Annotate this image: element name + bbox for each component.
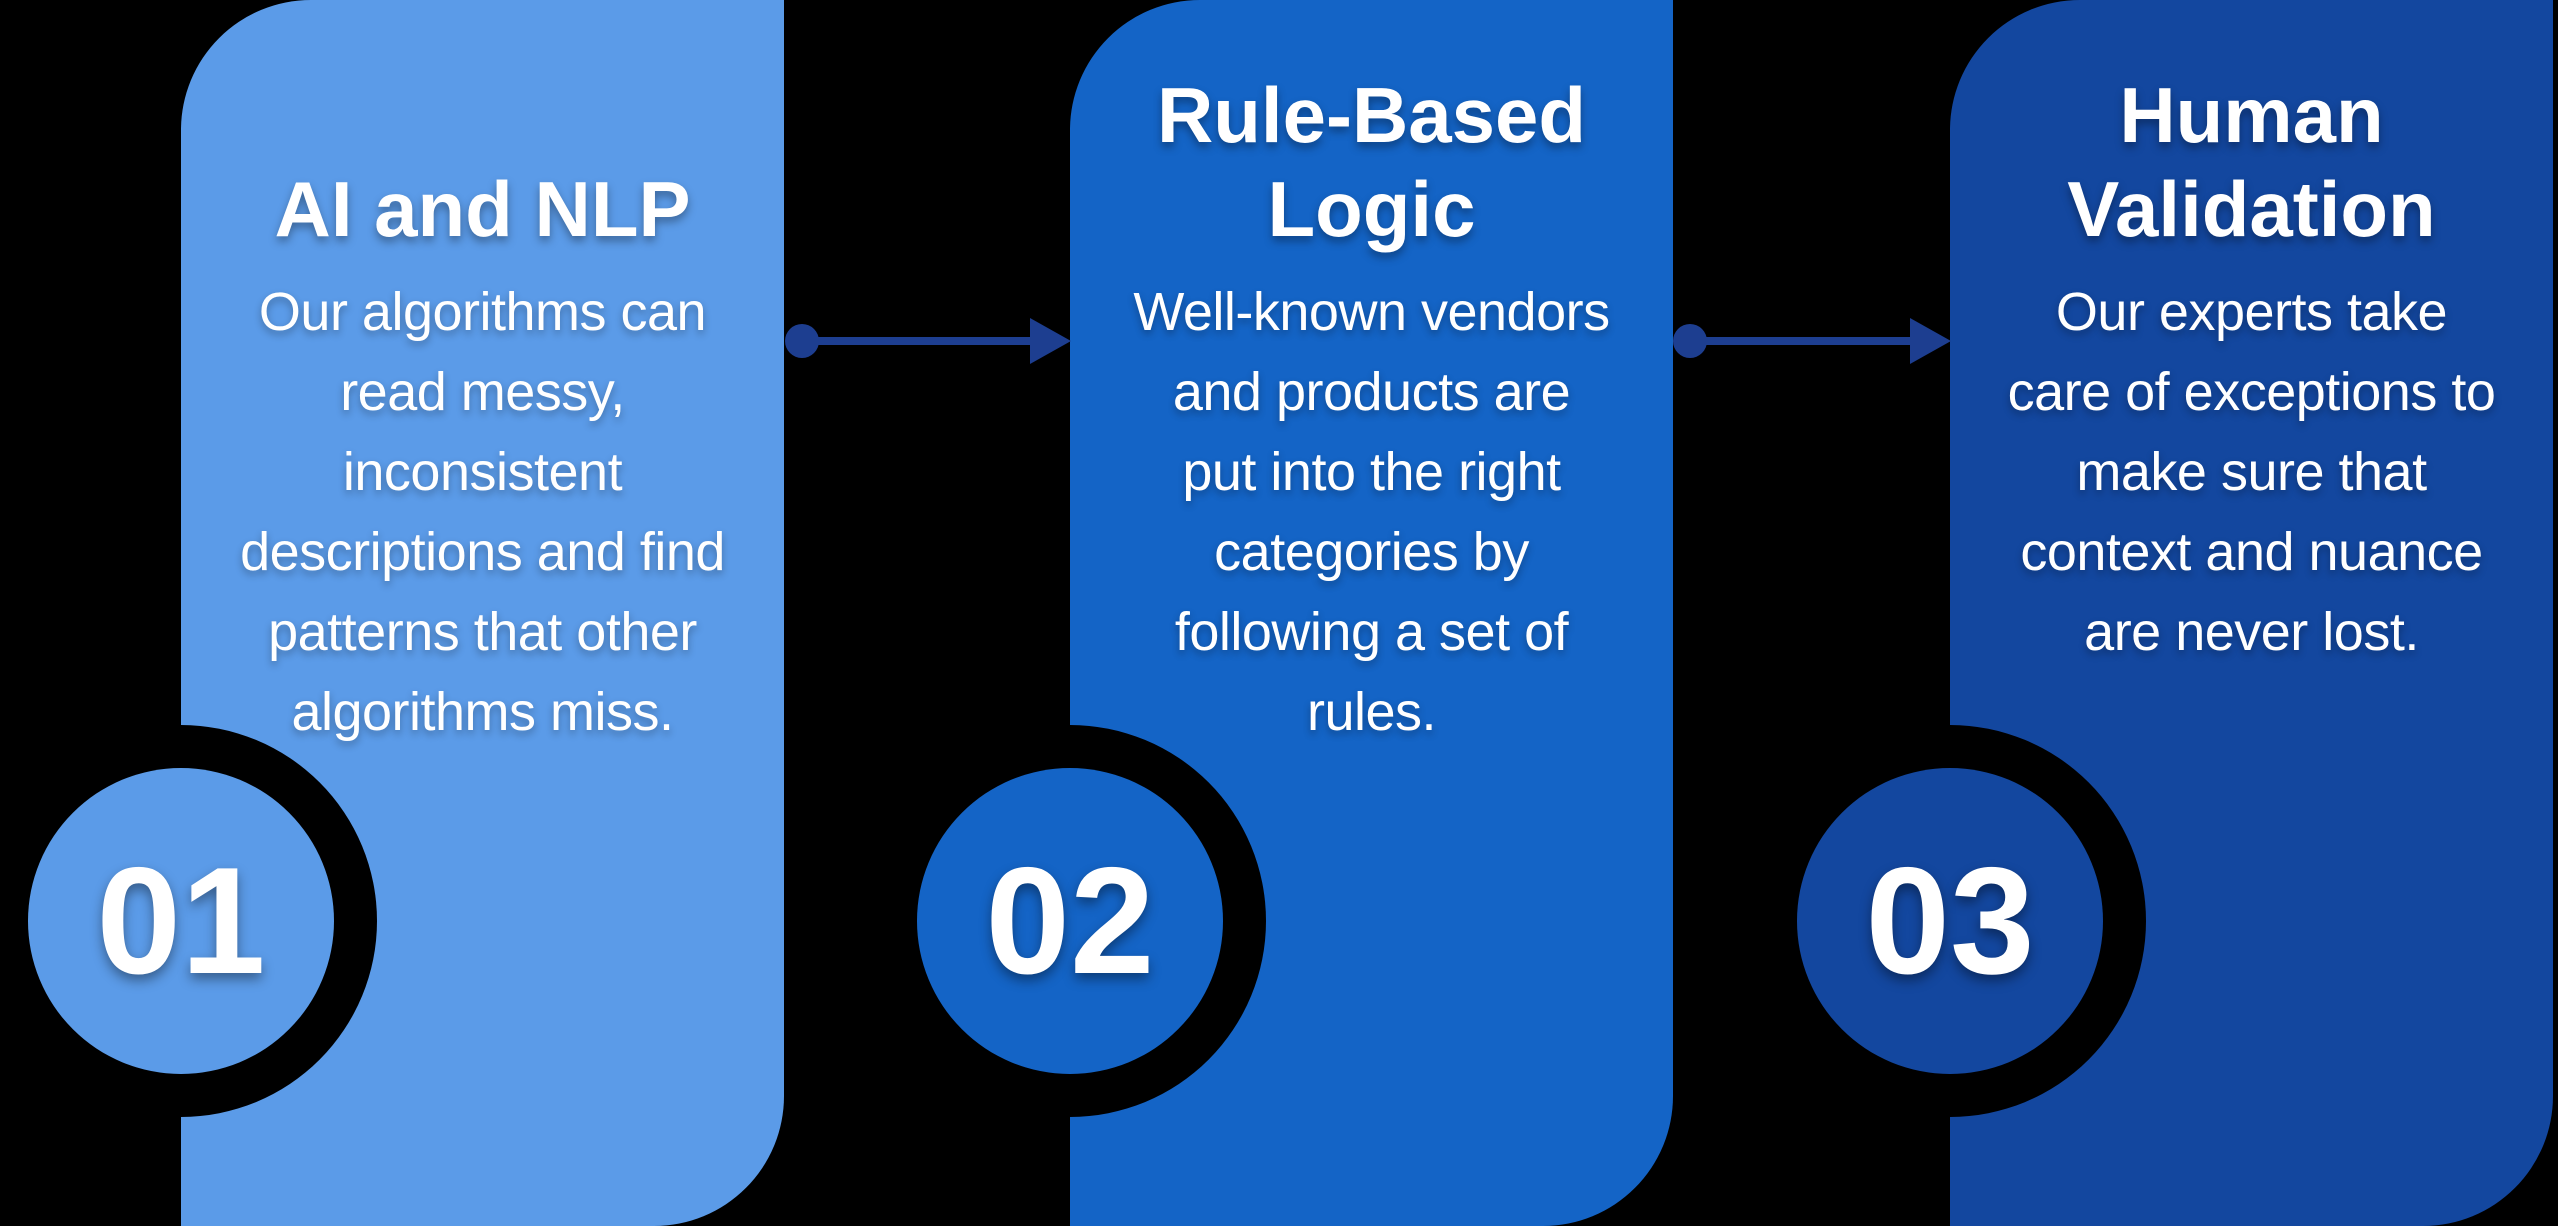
arrowhead-right-icon: [1910, 318, 1951, 364]
step-number: 02: [985, 836, 1155, 1006]
step-number: 03: [1865, 836, 2035, 1006]
step-title: Rule-Based Logic: [1156, 71, 1587, 253]
connector-dot-icon: [1673, 324, 1707, 358]
step-number-badge-2: 02: [917, 768, 1223, 1074]
step-description: Well-known vendors and products are put …: [1133, 282, 1610, 742]
step-number: 01: [96, 836, 266, 1006]
step-title: Human Validation: [2067, 71, 2436, 253]
step-description: Our experts take care of exceptions to m…: [2007, 282, 2496, 662]
connector-line: [1703, 337, 1912, 345]
step-number-badge-1: 01: [28, 768, 334, 1074]
step-description: Our algorithms can read messy, inconsist…: [240, 282, 725, 742]
step-title: AI and NLP: [274, 165, 691, 253]
step-number-badge-3: 03: [1797, 768, 2103, 1074]
connector-line: [815, 337, 1032, 345]
arrowhead-right-icon: [1030, 318, 1071, 364]
connector-dot-icon: [785, 324, 819, 358]
